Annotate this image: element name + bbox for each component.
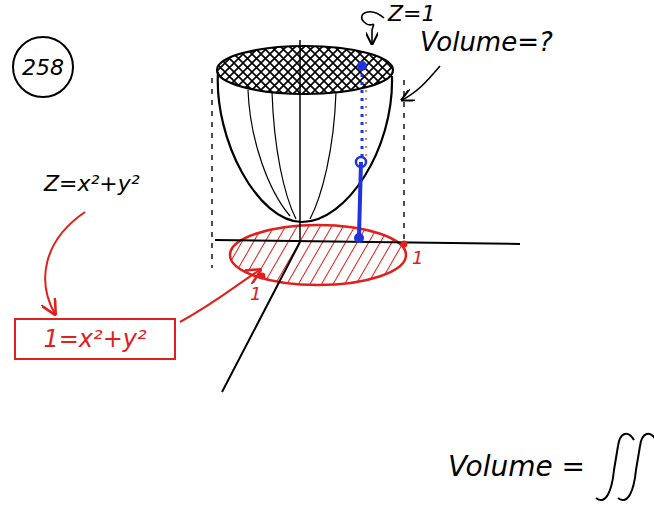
surface-line [310, 92, 336, 219]
integral-sign [618, 434, 654, 500]
red-point [259, 273, 266, 280]
red-point [401, 241, 408, 248]
top-cap [217, 46, 393, 94]
surface-equation: Z=x²+y² [44, 172, 140, 196]
pointer-arrow [402, 66, 440, 100]
radius-mark: 1 [410, 248, 425, 268]
blue-point [354, 233, 364, 243]
blue-point [356, 157, 366, 167]
problem-number: 258 [12, 36, 74, 98]
surface-line [272, 92, 296, 219]
blue-point [357, 61, 367, 71]
volume-formula: Volume = [448, 452, 585, 483]
number-text: 258 [22, 55, 64, 80]
plane-label: Z=1 [388, 2, 436, 26]
projection-line [211, 78, 212, 268]
region-disk [230, 225, 406, 285]
radius-mark: 1 [248, 284, 263, 304]
blue-solid-segment [359, 162, 361, 236]
red-dotted-segment [365, 66, 366, 160]
integral-sign [596, 434, 634, 500]
equation-text: 1=x²+y² [43, 325, 146, 353]
x-axis [215, 240, 520, 244]
question-label: Volume=? [420, 28, 553, 57]
pointer-arrow [362, 12, 384, 44]
surface-line [248, 90, 290, 216]
projection-line [403, 80, 404, 240]
red-arrow [45, 212, 85, 314]
y-axis [222, 242, 300, 392]
equation-box: 1=x²+y² [14, 318, 176, 360]
blue-dotted-segment [361, 66, 364, 160]
